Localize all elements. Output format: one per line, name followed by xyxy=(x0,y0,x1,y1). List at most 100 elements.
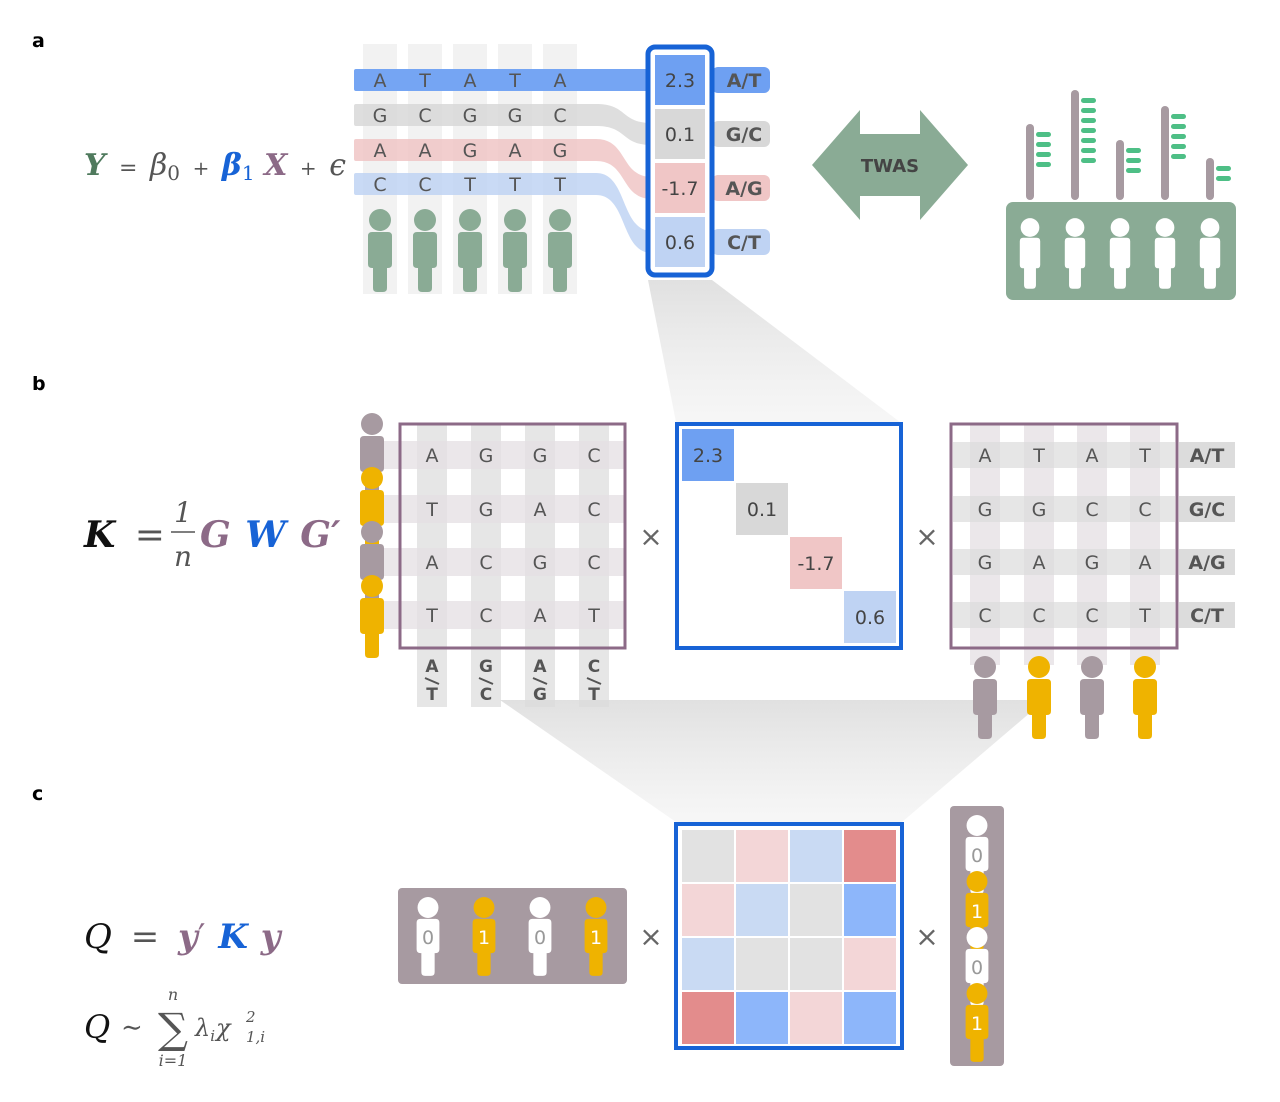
weight-cell xyxy=(655,217,705,267)
genotype-base: A xyxy=(419,140,432,162)
gt-matrix-entry: T xyxy=(1032,445,1045,467)
g-matrix-entry: G xyxy=(533,552,548,574)
genotype-base: G xyxy=(373,105,388,127)
w-diagonal-value: 2.3 xyxy=(693,445,723,467)
gt-row-allele-bg xyxy=(1179,442,1235,468)
twas-label: TWAS xyxy=(861,156,919,177)
gt-row-allele: C/T xyxy=(1190,605,1224,627)
multiply-sign: × xyxy=(639,920,662,953)
eq-c2-sum-upper: n xyxy=(168,985,178,1004)
eq-c-q: Q xyxy=(84,917,112,957)
allele-tag-bg xyxy=(712,229,770,255)
k-matrix-cell xyxy=(790,938,842,990)
genotype-base: C xyxy=(553,105,566,127)
equation-c1: Q = y′ K y xyxy=(84,917,283,957)
genotype-base: C xyxy=(373,174,386,196)
eq-c2-lambda-sub: i xyxy=(210,1027,215,1045)
gt-row-strip xyxy=(953,496,1175,522)
expression-tick xyxy=(1126,148,1141,153)
g-col-allele-top: G xyxy=(479,657,493,677)
eq-a-x: X xyxy=(262,148,289,183)
eq-c2-q: Q xyxy=(84,1008,110,1046)
gt-matrix-entry: C xyxy=(1085,605,1098,627)
equation-b: K = 1 n G W G′ xyxy=(83,496,341,573)
eq-c-k: K xyxy=(217,917,249,957)
gt-row-allele-bg xyxy=(1179,602,1235,628)
genotype-base: C xyxy=(418,105,431,127)
g-matrix-entry: C xyxy=(587,499,600,521)
person-icon xyxy=(1133,656,1157,739)
gt-row-strip xyxy=(953,442,1175,468)
eq-c2-sum: ∑ xyxy=(158,1004,188,1053)
genotype-base: C xyxy=(418,174,431,196)
k-matrix-cell xyxy=(844,992,896,1044)
w-diagonal-value: 0.1 xyxy=(747,499,777,521)
allele-tag-label: A/T xyxy=(727,70,762,92)
phenotype-value: 0 xyxy=(422,927,434,949)
expression-tick xyxy=(1036,142,1051,147)
g-matrix-entry: T xyxy=(425,499,438,521)
expression-tick xyxy=(1171,154,1186,159)
k-matrix-cell xyxy=(736,992,788,1044)
phenotype-value: 1 xyxy=(971,901,983,923)
eq-c-y: y xyxy=(177,917,200,957)
eq-a-y: Y xyxy=(84,148,108,183)
g-matrix-entry: G xyxy=(479,499,494,521)
expression-bar xyxy=(1026,124,1034,200)
g-matrix-entry: A xyxy=(426,552,439,574)
expression-tick xyxy=(1171,144,1186,149)
allele-tag-label: C/T xyxy=(727,232,761,254)
genotype-base: T xyxy=(463,174,476,196)
eq-c2-chi: χ xyxy=(214,1014,232,1042)
w-diagonal-cell xyxy=(844,591,896,643)
expression-bar xyxy=(1206,158,1214,200)
g-col-allele-top: A xyxy=(425,657,439,677)
k-matrix-cell xyxy=(682,992,734,1044)
multiply-sign: × xyxy=(915,520,938,553)
genotype-base: G xyxy=(463,140,478,162)
expression-tick xyxy=(1036,132,1051,137)
allele-tag-label: A/G xyxy=(725,178,762,200)
g-matrix-entry: C xyxy=(479,605,492,627)
weight-value: -1.7 xyxy=(661,178,698,200)
eq-a-beta0: β xyxy=(149,148,167,183)
expression-bar xyxy=(1161,106,1169,200)
gt-matrix-entry: A xyxy=(1033,552,1046,574)
snp-row-band xyxy=(354,104,652,145)
k-matrix-cell xyxy=(682,938,734,990)
gt-matrix-entry: G xyxy=(978,499,993,521)
svg-text:Y = β0 +: Y = β0 + β1 X + ϵ xyxy=(84,148,346,188)
gt-matrix-entry: A xyxy=(1086,445,1099,467)
g-col-allele-bottom: G xyxy=(533,685,547,705)
panel-a-label: a xyxy=(32,30,45,52)
g-matrix-entry: C xyxy=(587,552,600,574)
phenotype-value: 1 xyxy=(971,1013,983,1035)
person-icon xyxy=(1027,656,1051,739)
zoom-connector-a-to-b xyxy=(648,280,900,422)
phenotype-value: 0 xyxy=(971,845,983,867)
y-row-vector-box xyxy=(398,888,627,984)
gt-matrix-entry: G xyxy=(1032,499,1047,521)
g-matrix-entry: A xyxy=(426,445,439,467)
eq-a-equals: = xyxy=(119,156,137,181)
expression-population-box xyxy=(1006,90,1236,300)
g-row-strip xyxy=(362,601,624,629)
gt-matrix-entry: C xyxy=(1138,499,1151,521)
expression-tick xyxy=(1036,152,1051,157)
eq-a-epsilon: ϵ xyxy=(329,148,346,183)
g-col-allele-bottom: T xyxy=(426,685,438,705)
expression-tick xyxy=(1036,162,1051,167)
gt-row-allele-bg xyxy=(1179,496,1235,522)
eq-a-beta1: β xyxy=(221,148,242,183)
expression-tick xyxy=(1081,148,1096,153)
eq-c2-chi-sub: 1,i xyxy=(246,1028,265,1046)
gt-row-allele: G/C xyxy=(1189,499,1225,521)
eq-b-w: W xyxy=(245,514,289,556)
g-col-allele-divider xyxy=(532,677,548,685)
k-matrix-cell xyxy=(790,992,842,1044)
eq-c-equals: = xyxy=(131,917,160,957)
phenotype-value: 1 xyxy=(478,927,490,949)
eq-c2-sum-lower: i=1 xyxy=(159,1051,188,1070)
